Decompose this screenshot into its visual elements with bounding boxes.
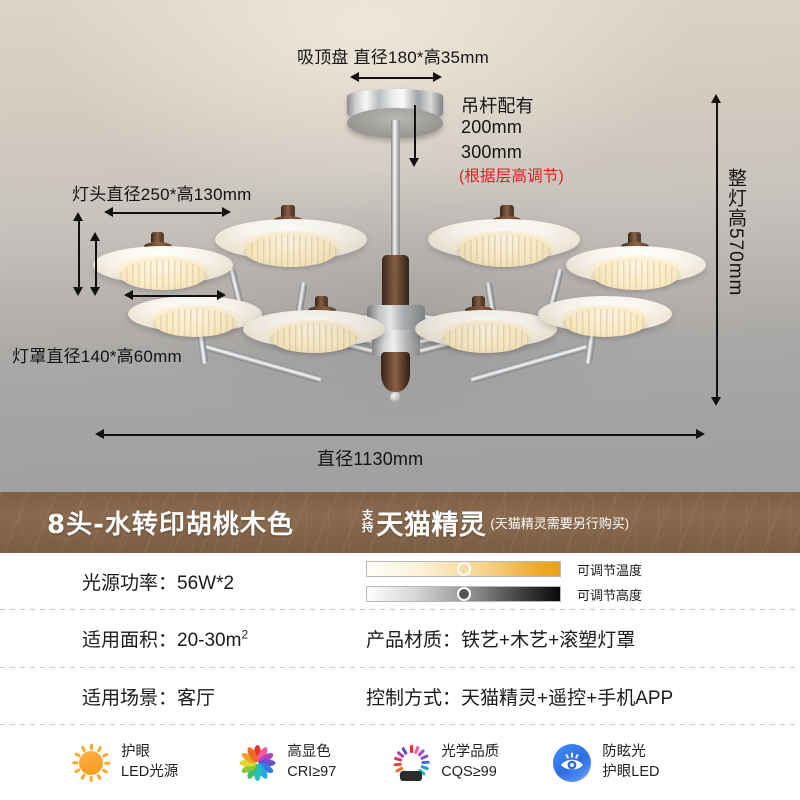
lamp-shade	[415, 296, 557, 360]
tmall-genie-support: 支 持 天猫精灵 (天猫精灵需要另行购买)	[362, 503, 629, 542]
lamp-shade	[215, 205, 367, 275]
support-char-2: 持	[361, 521, 374, 534]
eye-icon	[553, 743, 592, 782]
walnut-body-lower	[381, 352, 410, 392]
tmall-genie-label: 天猫精灵	[376, 510, 487, 541]
spec-material: 产品材质：铁艺+木艺+滚塑灯罩	[366, 630, 636, 652]
spec-row-power: 光源功率：56W*2 可调节温度 可调节高度	[0, 553, 800, 611]
feature-text: 高显色 CRI≥97	[287, 743, 336, 781]
color-flower-icon	[238, 744, 276, 782]
product-title: 8头-水转印胡桃木色	[47, 510, 294, 540]
canopy-dimension-arrow	[350, 72, 442, 83]
feature-line-2: LED光源	[121, 763, 179, 780]
diameter-arrow	[95, 429, 705, 440]
diameter-label: 直径1130mm	[317, 449, 424, 469]
temperature-slider-handle[interactable]	[456, 562, 471, 577]
chandelier-illustration	[93, 89, 706, 403]
adjustment-sliders: 可调节温度 可调节高度	[358, 560, 800, 604]
shade-width-arrow	[124, 290, 226, 301]
lamp-shade	[538, 282, 672, 344]
feature-line-2: 护眼LED	[602, 763, 660, 780]
product-hero-image: 吸顶盘 直径180*高35mm 吊杆配有 200mm 300mm (根据层高调节…	[0, 0, 800, 492]
feature-line-2: CQS≥99	[441, 763, 497, 780]
tmall-genie-note: (天猫精灵需要另行购买)	[490, 516, 630, 531]
feature-high-cri: 高显色 CRI≥97	[238, 743, 336, 781]
spec-area-text: 适用面积：20-30m	[82, 630, 242, 652]
temperature-slider-row: 可调节温度	[366, 560, 800, 579]
lamp-shade	[428, 205, 580, 275]
spec-row-scene: 适用场景：客厅 控制方式：天猫精灵+遥控+手机APP	[0, 668, 800, 726]
support-label: 支 持	[361, 509, 374, 534]
walnut-body-upper	[382, 255, 409, 313]
total-height-label: 整灯高570mm	[725, 168, 746, 297]
lamp-shade	[128, 282, 262, 344]
lamp-shade	[93, 232, 233, 298]
canopy-dimension-label: 吸顶盘 直径180*高35mm	[297, 48, 489, 67]
head-dimension-label: 灯头直径250*高130mm	[72, 185, 252, 204]
shade-dimension-label: 灯罩直径140*高60mm	[12, 347, 182, 366]
rod-adjust-note: (根据层高调节)	[459, 168, 564, 185]
temperature-slider[interactable]	[366, 561, 561, 578]
total-height-arrow	[711, 94, 722, 406]
height-slider[interactable]	[366, 586, 561, 603]
rod-length-200: 200mm	[461, 117, 523, 137]
feature-text: 防眩光 护眼LED	[602, 743, 659, 781]
lamp-shade	[566, 232, 706, 298]
feature-text: 光学品质 CQS≥99	[441, 743, 499, 781]
temperature-slider-label: 可调节温度	[577, 562, 643, 578]
feature-badges: 护眼 LED光源 高显色 CRI≥97	[0, 725, 800, 800]
feature-line-2: CRI≥97	[287, 763, 337, 780]
spec-control: 控制方式：天猫精灵+遥控+手机APP	[366, 687, 674, 709]
rod-length-300: 300mm	[461, 142, 523, 162]
head-width-arrow	[104, 207, 231, 218]
rod-pointer-arrow	[409, 105, 420, 167]
feature-optical-quality: 光学品质 CQS≥99	[392, 743, 499, 781]
spec-power: 光源功率：56W*2	[82, 573, 235, 595]
product-banner: 8头-水转印胡桃木色 支 持 天猫精灵 (天猫精灵需要另行购买)	[0, 492, 800, 553]
height-slider-label: 可调节高度	[577, 587, 643, 603]
spec-area: 适用面积：20-30m2	[0, 625, 358, 652]
shade-height-arrow	[90, 232, 101, 296]
height-slider-row: 可调节高度	[366, 585, 800, 604]
feature-text: 护眼 LED光源	[121, 743, 178, 781]
cqs-ring-icon	[392, 744, 430, 782]
rod-label-title: 吊杆配有	[461, 96, 534, 116]
spec-row-area: 适用面积：20-30m2 产品材质：铁艺+木艺+滚塑灯罩	[0, 610, 800, 668]
specification-table: 光源功率：56W*2 可调节温度 可调节高度	[0, 553, 800, 726]
spec-area-superscript: 2	[241, 628, 249, 643]
drop-rod	[391, 120, 400, 262]
feature-anti-glare: 防眩光 护眼LED	[553, 743, 660, 782]
sun-icon	[72, 743, 111, 782]
feature-line-1: 高显色	[287, 744, 331, 761]
support-char-1: 支	[361, 509, 374, 522]
feature-line-1: 防眩光	[602, 744, 646, 761]
feature-eye-protection: 护眼 LED光源	[72, 743, 178, 782]
head-height-arrow	[73, 212, 84, 296]
feature-line-1: 光学品质	[441, 744, 500, 761]
finial-ball	[390, 392, 401, 403]
feature-line-1: 护眼	[121, 744, 150, 761]
spec-scene: 适用场景：客厅	[82, 687, 216, 709]
lamp-shade	[243, 296, 385, 360]
height-slider-handle[interactable]	[456, 587, 471, 602]
